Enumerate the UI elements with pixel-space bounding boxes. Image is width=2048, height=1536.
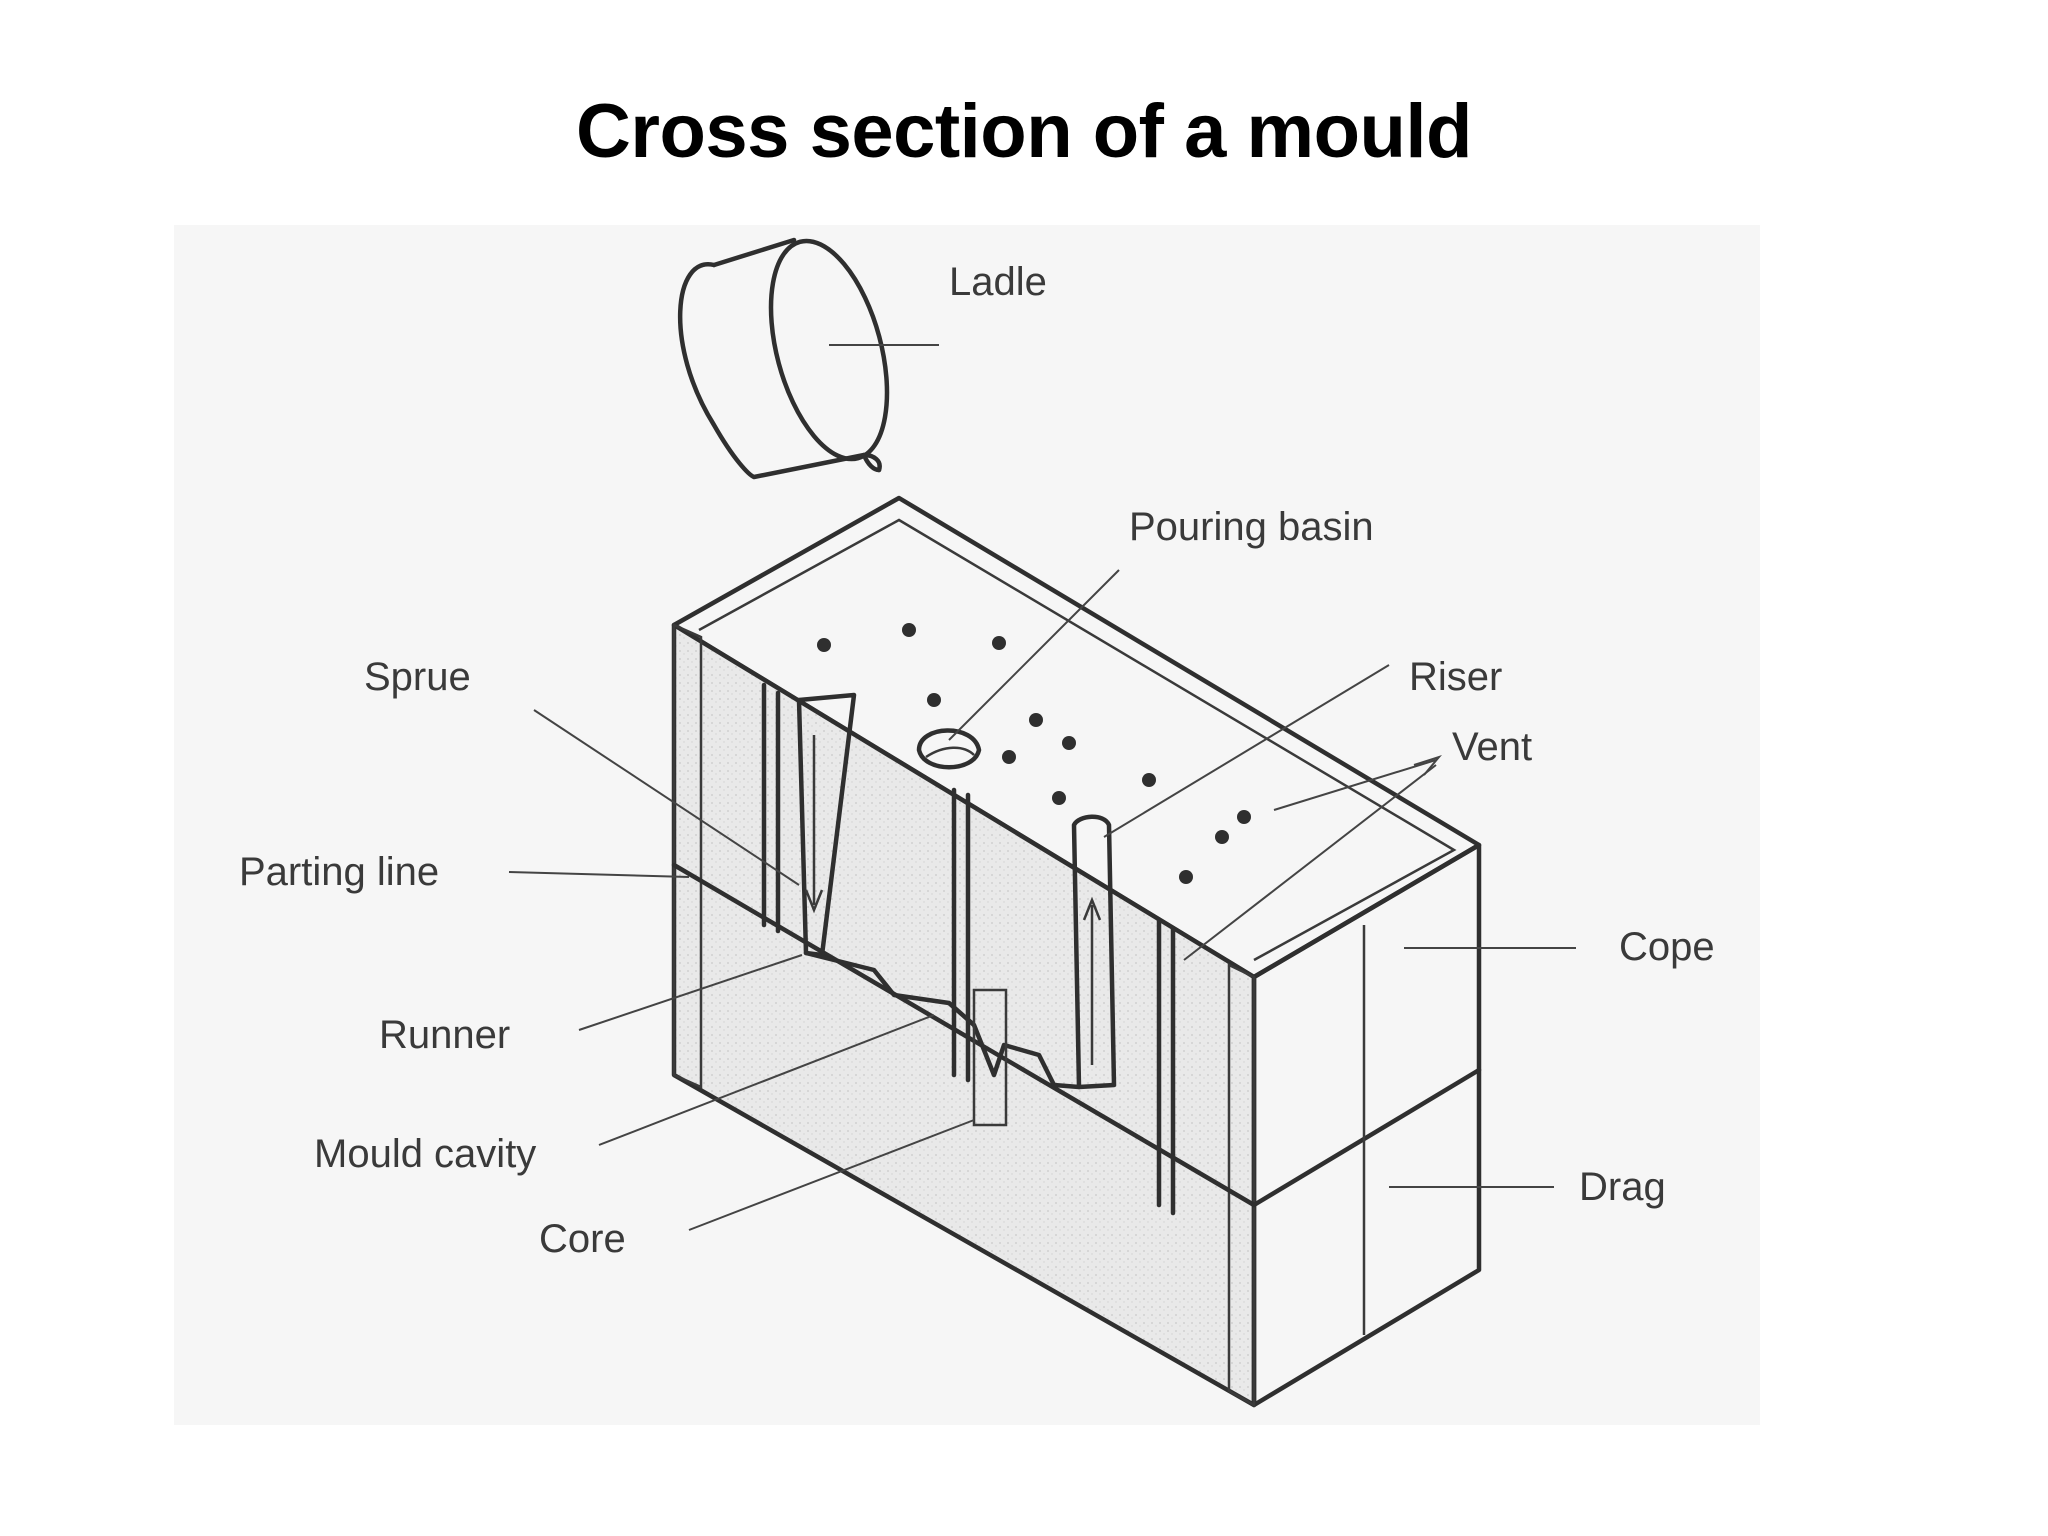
- label-cope: Cope: [1619, 925, 1715, 969]
- label-runner: Runner: [379, 1013, 510, 1057]
- mould-diagram: Ladle Pouring basin Sprue Riser Vent Par…: [174, 225, 1760, 1425]
- slide-title: Cross section of a mould: [576, 89, 1472, 174]
- label-pouring-basin: Pouring basin: [1129, 505, 1374, 549]
- label-ladle: Ladle: [949, 260, 1047, 304]
- label-sprue: Sprue: [364, 655, 471, 699]
- label-drag: Drag: [1579, 1165, 1666, 1209]
- label-mould-cavity: Mould cavity: [314, 1132, 536, 1176]
- label-parting-line: Parting line: [239, 850, 439, 894]
- mould-box: [671, 495, 1482, 1408]
- leader-lines: [508, 344, 1576, 1231]
- label-core: Core: [539, 1217, 626, 1261]
- vent-dots: [817, 623, 1251, 884]
- ladle-drawing: [678, 237, 890, 480]
- label-riser: Riser: [1409, 655, 1502, 699]
- mould-diagram-svg: Ladle Pouring basin Sprue Riser Vent Par…: [174, 225, 1760, 1425]
- label-vent: Vent: [1452, 725, 1532, 769]
- core-mark: [972, 988, 1008, 1127]
